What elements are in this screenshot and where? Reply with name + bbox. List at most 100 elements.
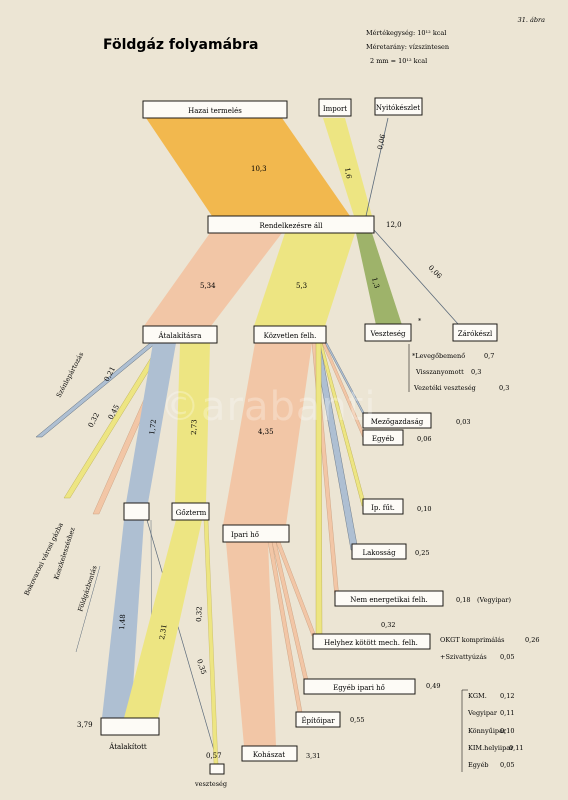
- svg-text:Lakosság: Lakosság: [362, 549, 396, 557]
- svg-text:Egyéb ipari hő: Egyéb ipari hő: [333, 683, 385, 692]
- value-hazai-termeles: 10,3: [251, 165, 267, 173]
- value-veszteseg-total: 0,57: [206, 752, 222, 760]
- node-atalakitott: [100, 717, 160, 736]
- industry-item-label: KGM.: [468, 692, 487, 700]
- industry-item-value: 0,11: [500, 709, 514, 717]
- value-veszteseg-small: 0,35: [195, 658, 207, 675]
- page-title: Földgáz folyamábra: [103, 37, 258, 53]
- flow-atalakitas-blue: [126, 343, 176, 503]
- industry-item-label: KIM.helyiipar: [468, 744, 514, 752]
- atalakitott-label: Átalakított: [108, 742, 147, 751]
- flow-import: [323, 118, 372, 216]
- node-atalakitasra: Átalakításra: [142, 325, 218, 344]
- node-hazai-termeles: Hazai termelés: [142, 100, 288, 119]
- svg-text:Nem energetikai felh.: Nem energetikai felh.: [350, 596, 428, 604]
- value-mezogazdasag: 0,03: [456, 418, 470, 426]
- value-import: 1,6: [343, 167, 353, 180]
- industry-item-label: Egyéb: [468, 761, 489, 769]
- note-okgt: OKGT komprimálás: [440, 636, 504, 644]
- node-import: Import: [318, 98, 352, 117]
- svg-text:Zárókészl: Zárókészl: [458, 330, 493, 338]
- value-helyhez-top: 0,32: [381, 621, 395, 629]
- svg-text:Egyéb: Egyéb: [372, 435, 395, 443]
- note-levegobemeno: *Levegőbemenő: [412, 351, 465, 360]
- value-epitoipar: 0,55: [350, 716, 364, 724]
- node-mezogazdasag: Mezőgazdaság: [362, 412, 432, 429]
- label-szenlepartozas: Szénlepártozás: [55, 351, 86, 399]
- veszteseg-bottom-label: veszteség: [194, 780, 227, 788]
- svg-text:Kohászat: Kohászat: [253, 751, 285, 759]
- value-egyeb: 0,06: [417, 435, 431, 443]
- scale-line-3: 2 mm = 10¹² kcal: [370, 57, 427, 65]
- value-ipari-ho: 4,35: [258, 428, 274, 436]
- node-ip-fut: Ip. fűt.: [362, 498, 404, 515]
- industry-item-value: 0,05: [500, 761, 514, 769]
- svg-text:Ip. fűt.: Ip. fűt.: [371, 503, 395, 512]
- figure-number: 31. ábra: [518, 16, 546, 24]
- node-gozterm: Gőzterm: [171, 502, 210, 521]
- label-foldgazbontas: Földgázbontás: [76, 565, 98, 613]
- industry-item-value: 0,10: [500, 727, 514, 735]
- flow-veszteseg: [356, 233, 402, 325]
- node-epitoipar: Építőipar: [295, 711, 341, 728]
- svg-text:Hazai termelés: Hazai termelés: [188, 107, 242, 115]
- watermark: ©arabanti: [160, 384, 377, 430]
- note-szivattyuzas: +Szivattyúzás: [440, 653, 487, 661]
- flow-gozterm: [175, 343, 210, 503]
- note-visszanyomott-value: 0,3: [471, 368, 481, 376]
- value-egyeb-ipari: 0,49: [426, 682, 440, 690]
- node-ipari-ho: Ipari hő: [222, 524, 290, 543]
- flow-atalakitott-blue: [102, 520, 144, 718]
- node-kohaszat: Kohászat: [241, 745, 298, 762]
- value-rendelkezesre: 12,0: [386, 221, 402, 229]
- svg-text:Gőzterm: Gőzterm: [176, 508, 207, 517]
- value-kozvetlen: 5,3: [296, 282, 307, 290]
- value-bokovarosi: 0,32: [87, 411, 101, 429]
- value-gozterm: 2,73: [190, 419, 199, 435]
- value-atalakitas-blue: 1,72: [148, 419, 158, 436]
- svg-text:Építőipar: Építőipar: [301, 716, 335, 725]
- flow-zarokeszlet: [373, 229, 459, 325]
- value-gozterm-loss: 0,32: [195, 606, 204, 622]
- value-nyitokeszlet: 0,06: [376, 133, 387, 150]
- flow-small-box-line-1: [146, 519, 219, 765]
- flow-kozvetlen: [254, 233, 355, 326]
- value-atalakitasra: 5,34: [200, 282, 216, 290]
- node-lakossag: Lakosság: [351, 543, 407, 560]
- industry-item-label: Vegyipar: [467, 709, 498, 717]
- svg-text:Import: Import: [323, 105, 347, 113]
- svg-text:Ipari hő: Ipari hő: [231, 530, 259, 539]
- flow-nyitokeszlet: [365, 117, 389, 217]
- value-okgt: 0,26: [525, 636, 539, 644]
- node-nyitokeszlet: Nyitókészlet: [374, 97, 423, 116]
- node-small-box: [123, 502, 150, 521]
- flow-gozterm-loss: [203, 519, 219, 765]
- value-veszteseg: 1,3: [370, 276, 381, 289]
- flow-to-kohaszat: [226, 542, 276, 746]
- note-levegobemeno-value: 0,7: [484, 352, 494, 360]
- flow-atalakitasra: [144, 233, 282, 326]
- industry-item-label: Könnyűipar: [468, 726, 507, 735]
- value-gozterm-yellow: 2,31: [158, 624, 169, 641]
- arrow-line-foldgazbontas: [75, 565, 101, 653]
- svg-text:Helyhez kötött mech. felh.: Helyhez kötött mech. felh.: [324, 639, 418, 647]
- value-atalakitott-blue: 1,48: [118, 614, 127, 630]
- value-nem-energetikai: 0,18: [456, 596, 470, 604]
- industry-item-value: 0,12: [500, 692, 514, 700]
- value-szivattyuzas: 0,05: [500, 653, 514, 661]
- node-egyeb: Egyéb: [362, 429, 404, 446]
- value-ip-fut: 0,10: [417, 505, 431, 513]
- flow-gozterm-yellow: [124, 520, 202, 718]
- loss-star: *: [418, 317, 422, 325]
- node-helyhez: Helyhez kötött mech. felh.: [312, 633, 431, 650]
- svg-text:Veszteség: Veszteség: [369, 330, 406, 338]
- node-nem-energetikai: Nem energetikai felh.: [334, 590, 444, 607]
- scale-line-2: Méretarány: vízszintesen: [366, 43, 449, 51]
- node-zarokeszlet: Zárókészl: [452, 323, 498, 342]
- value-lakossag: 0,25: [415, 549, 429, 557]
- value-atalakitott-total: 3,79: [77, 721, 93, 729]
- note-vegyipar: (Vegyipar): [477, 596, 512, 604]
